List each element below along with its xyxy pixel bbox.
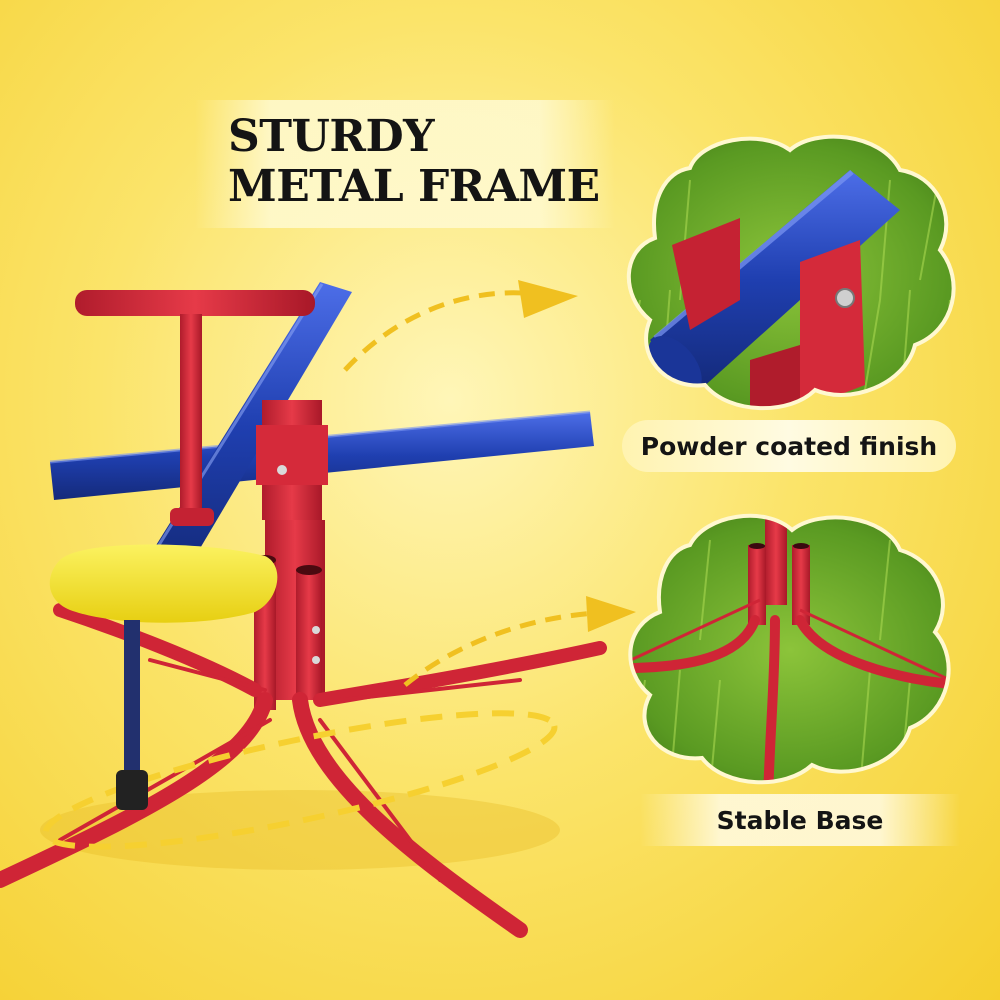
callout-label-finish: Powder coated finish — [622, 420, 956, 472]
pipe-bracket-closeup — [626, 134, 956, 411]
center-post — [254, 400, 328, 710]
callout-arrow-2 — [403, 596, 636, 687]
t-handle — [75, 290, 315, 526]
callout-arrow-1 — [343, 280, 578, 372]
seat — [49, 544, 278, 810]
base-legs — [0, 603, 607, 938]
title-highlight — [195, 100, 615, 228]
headline-line-1: STURDY — [228, 111, 435, 162]
headline-line-2: METAL FRAME — [228, 161, 600, 212]
headline: STURDY METAL FRAME — [228, 112, 628, 212]
base-legs-closeup — [628, 513, 951, 785]
callout-label-base: Stable Base — [640, 794, 960, 846]
